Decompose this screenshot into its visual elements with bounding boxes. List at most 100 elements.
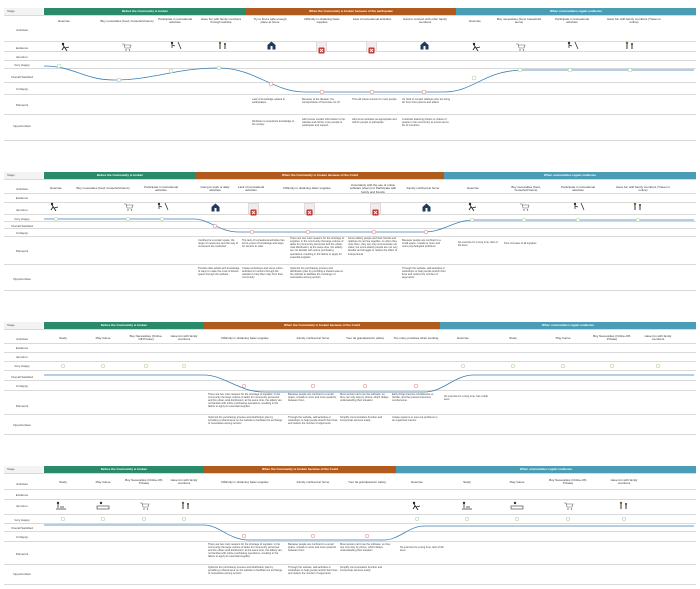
phase-during-header: When the Community is broken because of … [196,172,444,179]
row-label-evidence: Evidence [15,46,29,50]
phase-after-header: When communities regain resilience [440,322,696,329]
phase-before-header: Before the Community is broken [44,8,246,15]
exercise-icon [410,501,424,510]
row-label-activities: Activities [16,482,28,486]
painpoint-7: Poor increase of all supplies [504,242,537,245]
phase-after-header: When communities regain resilience [396,466,696,473]
row-label-overall-satisfied: Overall Satisfied [11,75,33,79]
opportunity-2: Create workshops and some online activit… [242,267,283,280]
phase-before-header: Before the Community is broken [44,172,196,179]
painpoint-2: Because people are confined to a small s… [288,543,336,553]
row-label-overall-satisfied: Overall Satisfied [11,375,33,379]
activity-6: Family confined at home [296,481,330,484]
activity-11: Participate in recreational activities [561,186,595,193]
opportunity-1: Optimize the purchasing process and dist… [208,416,283,426]
emotion-curve [44,217,694,235]
recreation-icon [572,202,586,211]
activity-3: Participate in recreational activities [158,18,192,25]
opportunity-4: Through the website, add activities or w… [402,267,446,280]
activity-13: Have fun with family members [644,335,672,342]
row-label-opportunities: Opportunities [13,423,31,427]
row-label-opportunities: Opportunities [13,124,31,128]
activity-11: Play Game [555,337,571,340]
activity-1: Exercise [58,20,70,23]
activity-12: Buy Necessities (Online-Off-Private) [593,335,631,342]
activity-7: Lack of recreational activities [352,18,392,21]
activity-12: Have fun with family members (Travel or … [607,18,661,25]
activity-10: Play Game [509,481,525,484]
x-mark-icon [304,203,315,216]
exercise-icon [48,202,62,211]
activity-2: Buy necessities (food, household items) [100,20,154,23]
activity-5: Difficulty in obtaining basic supplies [221,481,269,484]
opportunity-3: Simplify communication function and inco… [340,566,383,573]
row-label-very-happy: Very Happy [14,518,30,522]
activity-7: Your tai grandparents' safety [348,481,386,484]
row-label-stage: Stage [4,8,43,15]
row-label-evidence: Evidence [15,196,29,200]
opportunity-3: Optimize the purchasing process and dist… [290,267,344,280]
family-icon [217,41,229,50]
activity-6: Difficulty in obtaining basic supplies [304,18,340,25]
activity-2: Play Game [95,337,111,340]
activity-11: Buy Necessities (Online-Off-Private) [549,479,587,486]
activity-7: Your tai grandparents' safety [346,337,384,340]
row-label-very-happy: Very Happy [14,217,30,221]
row-label-painpoint: Painpoint [15,552,29,556]
journey-map-panel-3: Stage Before the Community is broken Whe… [4,322,696,436]
emotion-curve [44,517,694,541]
painpoint-1: There are two main reasons for the short… [208,543,282,559]
row-label-painpoint: Painpoint [15,404,29,408]
row-label-emotion: Emotion [16,504,28,508]
phase-before-header: Before the Community is broken [44,322,204,329]
shopping-cart-icon [516,43,526,51]
painpoint-1: Confined to a certain space, the range o… [198,239,238,249]
family-icon [632,202,644,211]
opportunity-3: Simplify communication function and inco… [340,416,383,423]
exercise-icon [470,42,484,51]
row-label-unhappy: Unhappy [15,231,28,235]
painpoint-3: Most seniors can't use the software, so … [340,543,391,553]
journey-map-panel-2: Stage Before the Community is broken Whe… [4,172,696,292]
activity-12: Have fun with family members (Travel or … [616,186,670,193]
activity-10: Buy necessities (food, household items) [511,186,541,193]
row-label-painpoint: Painpoint [15,249,29,253]
activity-6: Difficulty in obtaining basic supplies [283,187,331,190]
activity-4: Going to work or daily activities [200,186,230,193]
journey-map-panel-4: Stage Before the Community is broken Whe… [4,466,696,586]
journey-map-panel-1: Stage Before the Community is broken Whe… [4,8,696,141]
activity-1: Exercise [50,187,62,190]
painpoint-3: Most seniors can't use the software, so … [340,393,389,403]
painpoint-4: Some elderly people and their friends an… [348,237,398,256]
row-label-unhappy: Unhappy [15,384,28,388]
exercise-icon [466,202,480,211]
family-icon [624,41,636,50]
opportunity-4: A website featuring photos or videos of … [402,118,449,128]
painpoint-4: It's hard to contact relatives who are l… [402,98,451,105]
row-label-opportunities: Opportunities [13,572,31,576]
activity-10: Study [509,337,517,340]
row-label-overall-satisfied: Overall Satisfied [11,224,33,228]
activity-4: Have fun with family members through web… [200,18,242,25]
emotion-curve [44,364,694,393]
row-label-overall-satisfied: Overall Satisfied [11,526,33,530]
house-icon [267,41,276,50]
activity-1: Study [59,481,67,484]
opportunity-1: Provide older adults with knowledge of w… [198,267,240,277]
x-mark-icon [248,203,259,216]
recreation-icon [566,41,580,50]
activity-8: Family confined at home [406,187,440,190]
activity-2: Play Game [95,481,111,484]
activity-3: Buy Necessities (Online-Off-Private) [129,335,163,342]
house-icon [211,203,220,212]
row-label-very-happy: Very Happy [14,364,30,368]
row-label-opportunities: Opportunities [13,277,31,281]
x-mark-icon [366,41,377,54]
phase-after-header: When communities regain resilience [456,8,696,15]
painpoint-3: This will cause tension for most people [352,98,397,101]
opportunity-2: Through the website, add activities or w… [288,566,338,576]
row-label-evidence: Evidence [15,493,29,497]
activity-11: Participate in recreational activities [555,18,589,25]
row-label-stage: Stage [4,172,43,179]
painpoint-2: Because people are confined to a small s… [288,393,336,403]
